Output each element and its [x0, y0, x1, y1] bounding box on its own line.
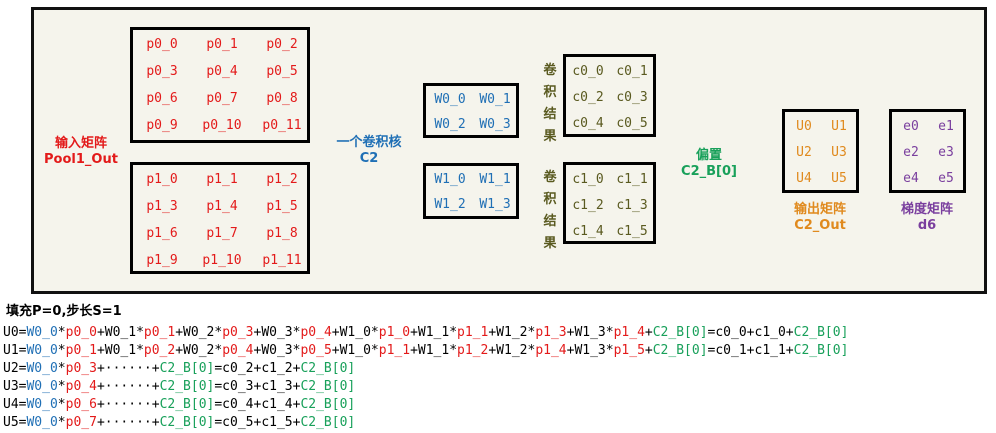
p1-cell: p1_1	[206, 172, 238, 187]
e-cell: e0	[903, 119, 919, 134]
p0-cell: p0_0	[146, 37, 178, 52]
w0-cell: W0_2	[434, 117, 466, 132]
e-cell: e3	[938, 145, 954, 160]
p0-cell: p0_8	[266, 91, 298, 106]
w1-cell: W1_2	[434, 197, 466, 212]
c1-cell: c1_2	[572, 198, 604, 213]
gradient-matrix: e0 e1 e2 e3 e4 e5	[889, 109, 966, 193]
c1-cell: c1_1	[616, 172, 648, 187]
c1-cell: c1_3	[616, 198, 648, 213]
p0-cell: p0_2	[266, 37, 298, 52]
conv-result-label-c0: 卷积结果	[543, 63, 557, 144]
conv-result-label-c1: 卷积结果	[543, 170, 557, 251]
equation-line: U4=W0_0*p0_6+······+C2_B[0]=c0_4+c1_4+C2…	[3, 397, 356, 412]
p1-cell: p1_5	[266, 199, 298, 214]
u-cell: U2	[796, 145, 812, 160]
conv-result-c1: c1_0 c1_1 c1_2 c1_3 c1_4 c1_5	[563, 162, 656, 244]
p1-cell: p1_11	[262, 253, 302, 268]
p0-cell: p0_9	[146, 118, 178, 133]
equation-line: U3=W0_0*p0_4+······+C2_B[0]=c0_3+c1_3+C2…	[3, 379, 356, 394]
p1-cell: p1_0	[146, 172, 178, 187]
equation-line: U5=W0_0*p0_7+······+C2_B[0]=c0_5+c1_5+C2…	[3, 415, 356, 430]
input-matrix-p1: p1_0 p1_1 p1_2 p1_3 p1_4 p1_5 p1_6 p1_7 p1_8 p1_9…	[130, 162, 310, 274]
e-cell: e5	[938, 171, 954, 186]
e-cell: e4	[903, 171, 919, 186]
c0-cell: c0_0	[572, 64, 604, 79]
e-cell: e2	[903, 145, 919, 160]
equation-line: U2=W0_0*p0_3+······+C2_B[0]=c0_2+c1_2+C2…	[3, 361, 356, 376]
p0-cell: p0_1	[206, 37, 238, 52]
w1-cell: W1_3	[479, 197, 511, 212]
equation-line: U0=W0_0*p0_0+W0_1*p0_1+W0_2*p0_3+W0_3*p0…	[3, 325, 849, 340]
p0-cell: p0_11	[262, 118, 302, 133]
input-matrix-p0: p0_0 p0_1 p0_2 p0_3 p0_4 p0_5 p0_6 p0_7 p0_8 p0_9…	[130, 27, 310, 143]
u-cell: U1	[831, 119, 847, 134]
c0-cell: c0_3	[616, 90, 648, 105]
c0-cell: c0_2	[572, 90, 604, 105]
conv-result-c0: c0_0 c0_1 c0_2 c0_3 c0_4 c0_5	[563, 54, 656, 137]
w0-cell: W0_3	[479, 117, 511, 132]
c1-cell: c1_5	[616, 224, 648, 239]
c1-cell: c1_4	[572, 224, 604, 239]
diagram-panel: p0_0 p0_1 p0_2 p0_3 p0_4 p0_5 p0_6 p0_7 p0_8 p0_9…	[31, 7, 987, 294]
w0-cell: W0_0	[434, 92, 466, 107]
c0-cell: c0_4	[572, 116, 604, 131]
w1-cell: W1_1	[479, 172, 511, 187]
p1-cell: p1_2	[266, 172, 298, 187]
p0-cell: p0_5	[266, 64, 298, 79]
w1-cell: W1_0	[434, 172, 466, 187]
p1-cell: p1_7	[206, 226, 238, 241]
p1-cell: p1_10	[202, 253, 242, 268]
p0-cell: p0_10	[202, 118, 242, 133]
p1-cell: p1_4	[206, 199, 238, 214]
u-cell: U3	[831, 145, 847, 160]
padding-stride-note: 填充P=0,步长S=1	[6, 304, 122, 319]
c1-cell: c1_0	[572, 172, 604, 187]
p1-cell: p1_6	[146, 226, 178, 241]
u-cell: U0	[796, 119, 812, 134]
w0-cell: W0_1	[479, 92, 511, 107]
p0-cell: p0_3	[146, 64, 178, 79]
e-cell: e1	[938, 119, 954, 134]
p0-cell: p0_7	[206, 91, 238, 106]
p0-cell: p0_4	[206, 64, 238, 79]
p1-cell: p1_8	[266, 226, 298, 241]
c0-cell: c0_1	[616, 64, 648, 79]
c0-cell: c0_5	[616, 116, 648, 131]
p0-cell: p0_6	[146, 91, 178, 106]
u-cell: U5	[831, 171, 847, 186]
p1-cell: p1_3	[146, 199, 178, 214]
u-cell: U4	[796, 171, 812, 186]
equation-line: U1=W0_0*p0_1+W0_1*p0_2+W0_2*p0_4+W0_3*p0…	[3, 343, 849, 358]
p1-cell: p1_9	[146, 253, 178, 268]
